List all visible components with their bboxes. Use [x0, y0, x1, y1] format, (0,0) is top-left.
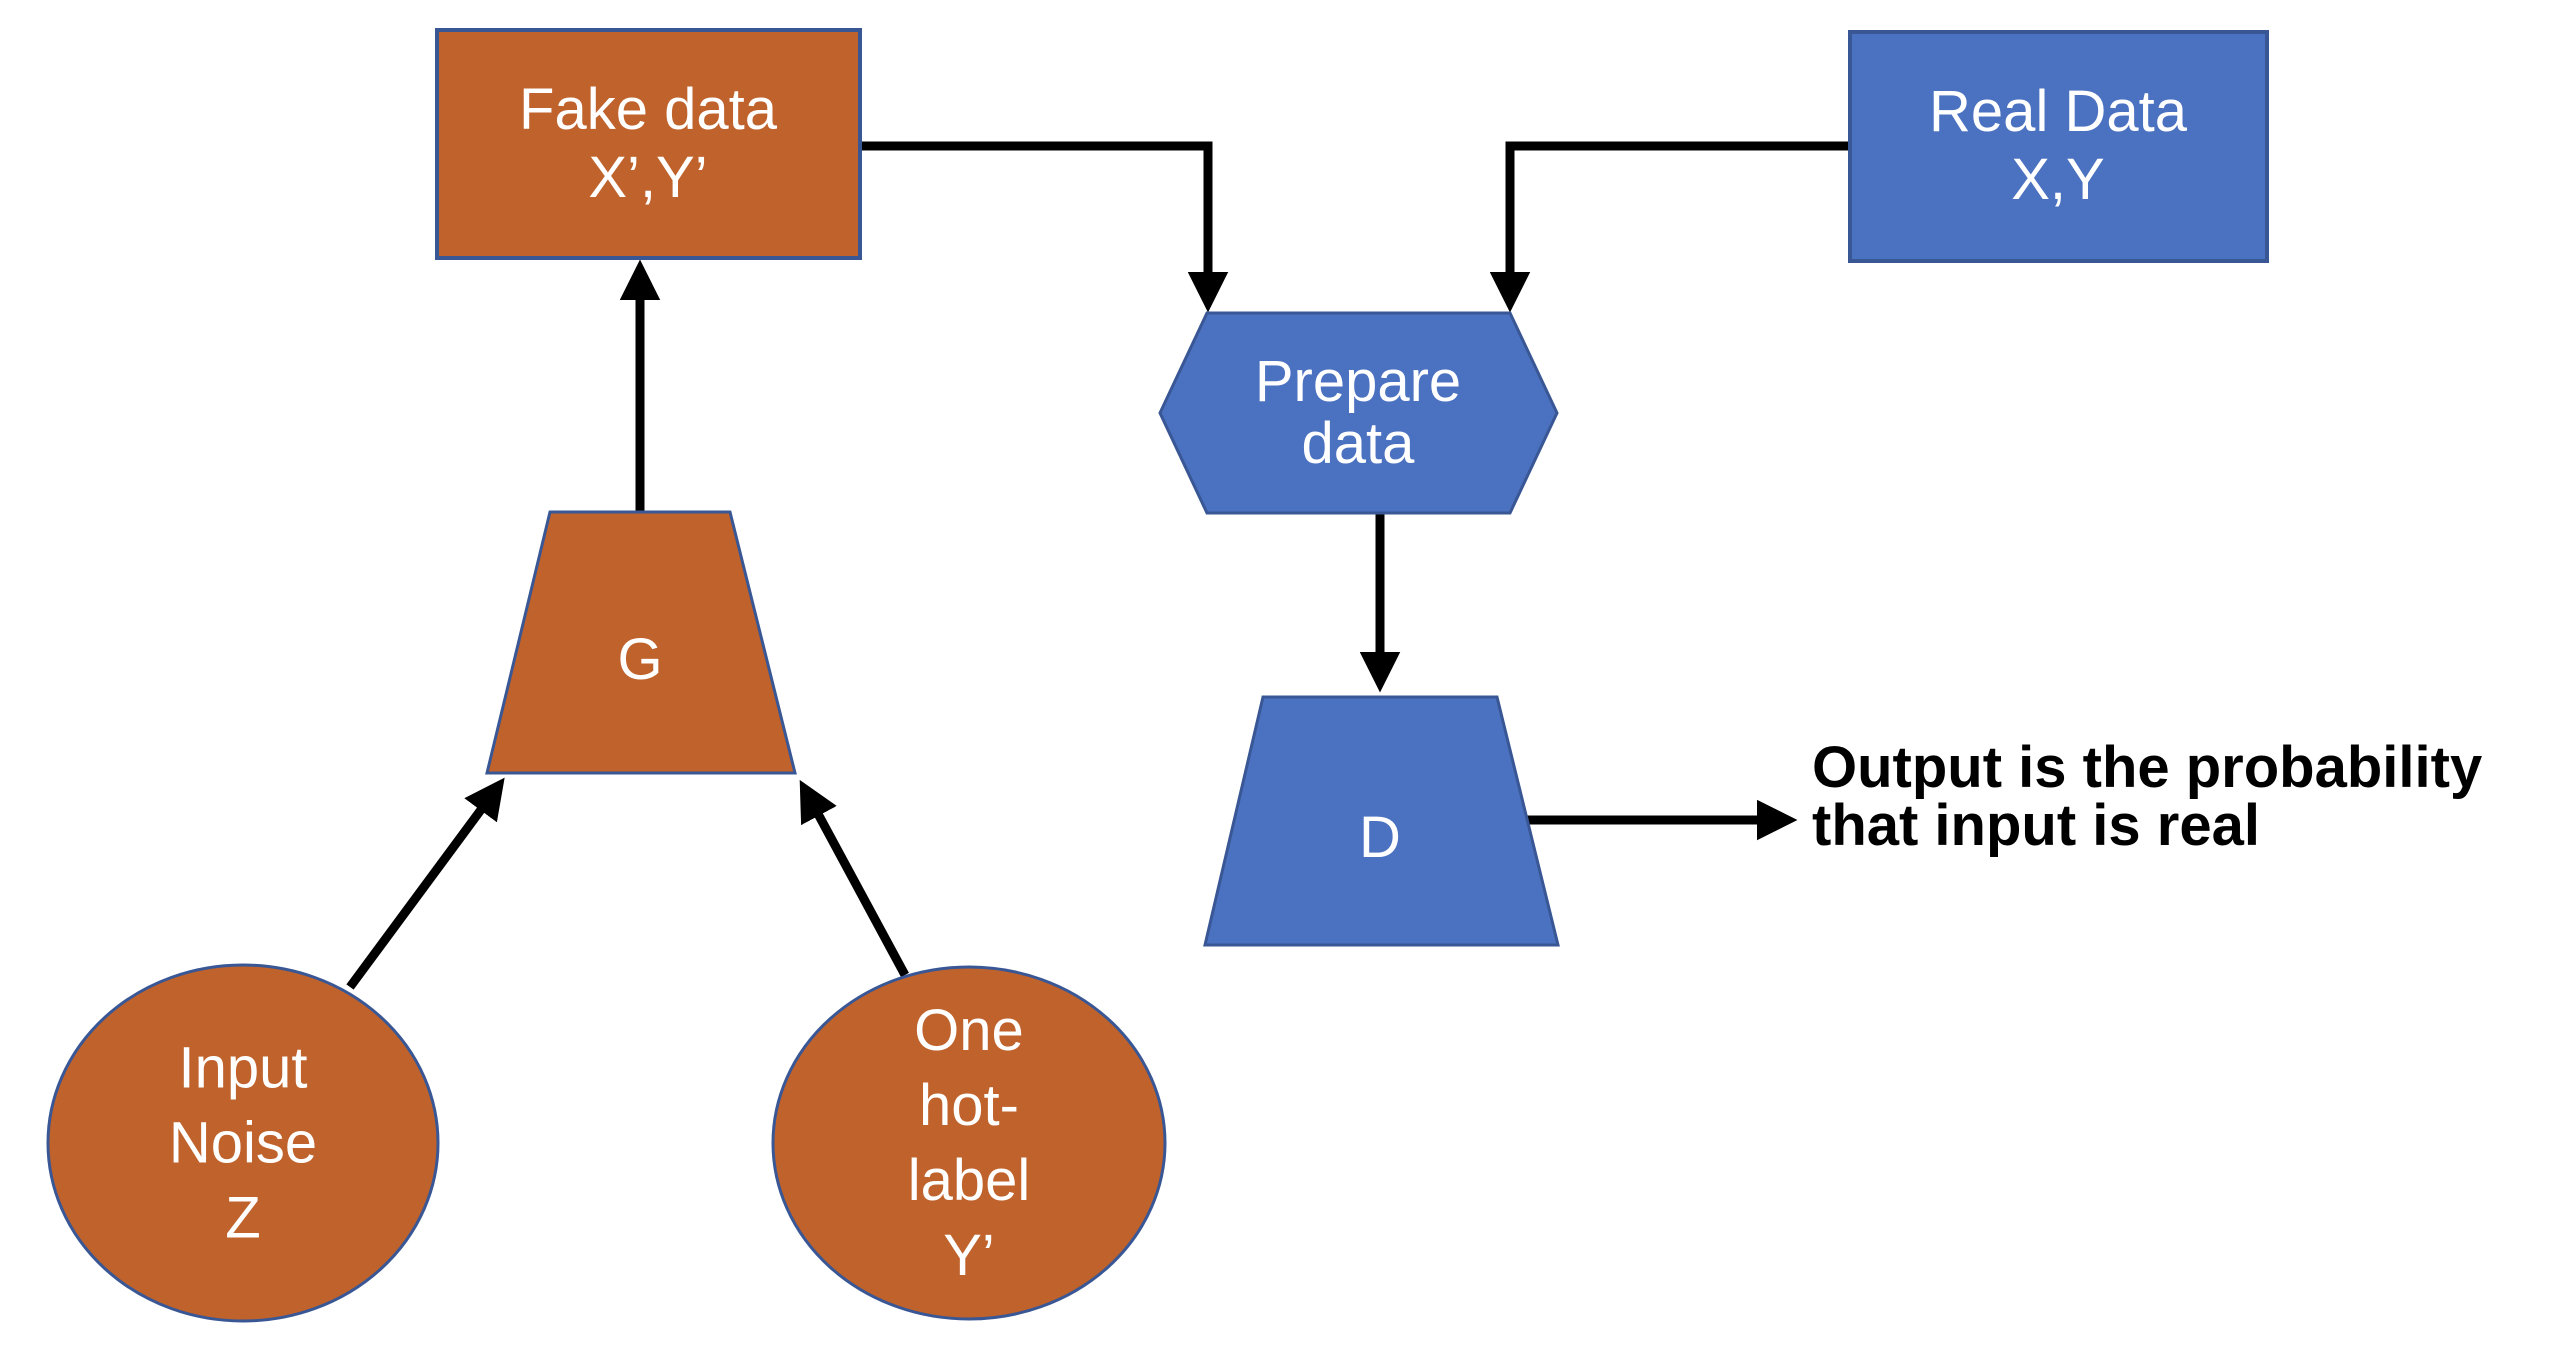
prepare-data-hexagon: [1158, 311, 1559, 515]
output-annotation: Output is the probability that input is …: [1812, 735, 2483, 858]
arrow-real-data-to-prepare-data: [1489, 141, 1850, 313]
input-noise-ellipse: [46, 963, 440, 1323]
arrow-input-noise-to-generator: [346, 777, 505, 990]
arrow-fake-data-to-prepare-data: [860, 141, 1229, 313]
one-hot-label-ellipse: [771, 965, 1167, 1321]
real-data-box: [1848, 30, 2269, 263]
generator-trapezoid: [485, 510, 797, 775]
fake-data-box: [435, 28, 862, 260]
discriminator-trapezoid: [1203, 695, 1560, 947]
arrow-one-hot-label-to-generator: [799, 779, 909, 978]
